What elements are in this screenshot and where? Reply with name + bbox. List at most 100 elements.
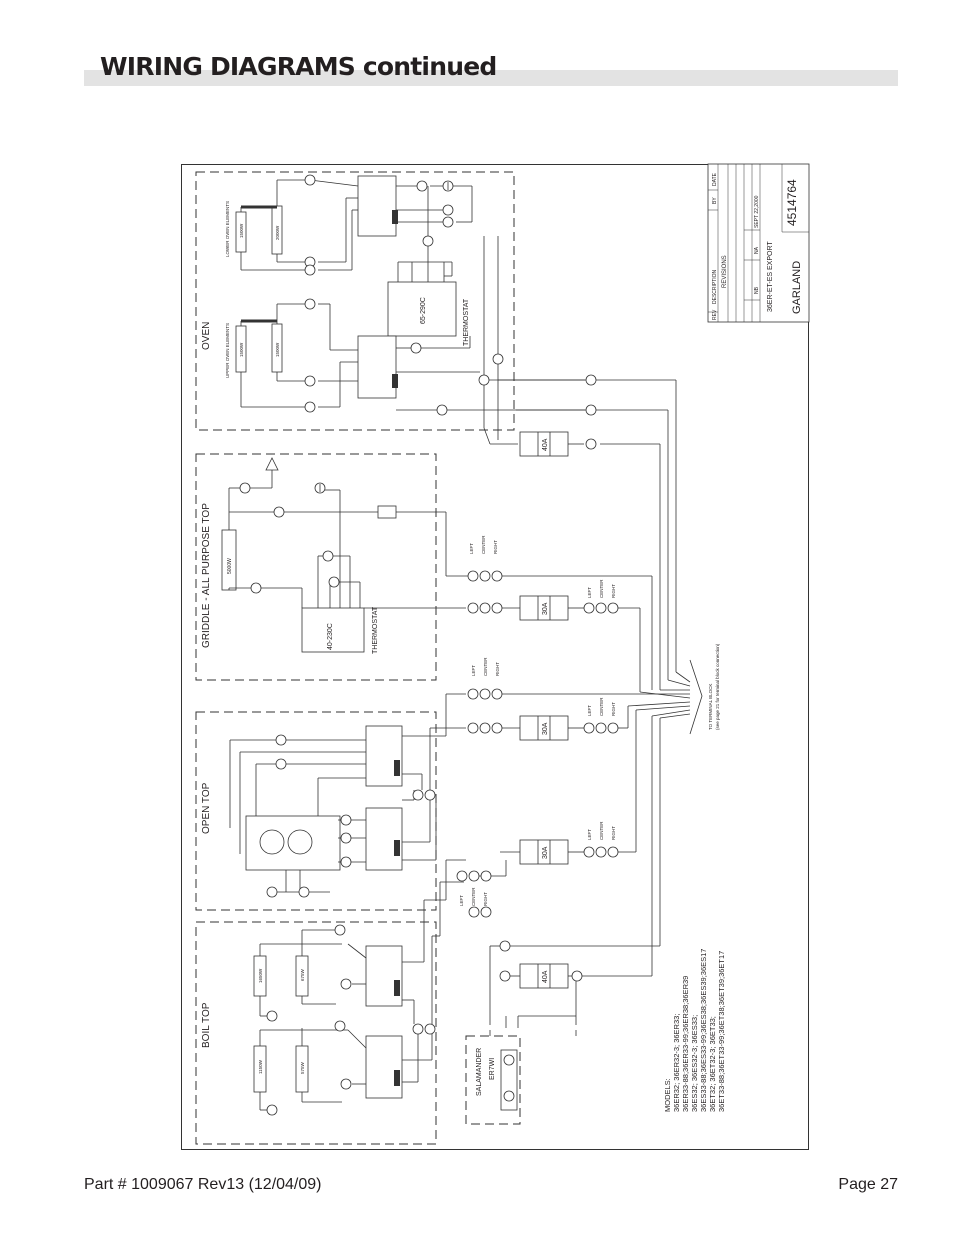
boil-top-wiring — [253, 859, 660, 1111]
boil-center-label: CENTER — [471, 887, 476, 906]
open-top-left-label: LEFT — [471, 665, 476, 676]
models-list: MODELS: 36ER32; 36ER32-3; 36ER33; 36ER33… — [663, 949, 726, 1112]
title-bar — [84, 70, 898, 86]
boil-watt-a: 1650W — [258, 968, 263, 983]
title-by-header: BY — [712, 197, 718, 204]
models-line-4: 36ES33-88;36ES33-99;36ES38;36ES39;36ES17 — [699, 949, 708, 1112]
open-top-fuse-right-label: RIGHT — [611, 702, 616, 716]
boil-fuse-right-label: RIGHT — [611, 826, 616, 840]
griddle-thermostat-label: THERMOSTAT — [372, 606, 379, 654]
boil-top-fuse-label: 30A — [542, 846, 549, 859]
title-drawn-by: NB — [754, 286, 760, 294]
griddle-ground-icon — [314, 482, 326, 494]
open-top-fuse-left-label: LEFT — [587, 705, 592, 716]
oven-thermostat-range: 65-290C — [420, 297, 427, 324]
boil-switch-b — [365, 1035, 403, 1099]
griddle-fuse-right-label: RIGHT — [611, 584, 616, 598]
title-revisions: REVISIONS — [722, 255, 728, 288]
boil-top-section-border — [195, 921, 437, 1145]
open-top-fuse-center-label: CENTER — [599, 697, 604, 716]
title-description-header: DESCRIPTION — [712, 269, 718, 304]
oven-thermostat — [387, 281, 457, 337]
boil-switch-a — [365, 945, 403, 1007]
bus-lines — [498, 379, 703, 976]
open-top-right-label: RIGHT — [495, 662, 500, 676]
lower-oven-switch — [357, 175, 397, 237]
oven-section-border — [195, 171, 515, 431]
salamander-dashed-leads — [489, 1016, 577, 1036]
open-top-wiring — [229, 694, 636, 893]
griddle-thermostat — [301, 607, 365, 653]
models-line-1: 36ER32; 36ER32-3; 36ER33; — [672, 1014, 681, 1112]
open-top-label: OPEN TOP — [201, 782, 212, 834]
models-line-3: 36ES32; 36ES32-3; 36ES33; — [690, 1015, 699, 1112]
title-model: 36ER-ET-ES EXPORT — [767, 241, 774, 312]
griddle-section-border — [195, 453, 437, 681]
models-header: MODELS: — [663, 1078, 672, 1112]
upper-elements-label: UPPER OVEN ELEMENTS — [225, 323, 230, 378]
griddle-watt: 5000W — [227, 558, 233, 574]
open-top-center-label: CENTER — [483, 657, 488, 676]
oven-label: OVEN — [201, 322, 212, 350]
diagram-frame — [181, 164, 809, 1150]
oven-fuse-label: 40A — [542, 438, 549, 451]
salamander-fuse-label: 40A — [542, 970, 549, 983]
open-top-switch-b — [365, 807, 403, 871]
boil-watt-c: 1150W — [258, 1059, 263, 1074]
griddle-thermostat-range: 40-230C — [327, 623, 334, 650]
oven-wiring — [235, 175, 585, 445]
title-block: REV DESCRIPTION BY DATE REVISIONS NB NA … — [707, 163, 810, 323]
griddle-fuse — [519, 595, 569, 621]
griddle-label: GRIDDLE - ALL PURPOSE TOP — [201, 503, 212, 648]
griddle-fuse-label: 30A — [542, 602, 549, 615]
terminal-position-labels: LEFT CENTER RIGHT LEFT CENTER RIGHT LEFT… — [459, 535, 616, 906]
page-title: WIRING DIAGRAMS continued — [100, 52, 497, 81]
griddle-right-label: RIGHT — [493, 540, 498, 554]
open-top-fuse-label: 30A — [542, 722, 549, 735]
upper-watt-b: 1500W — [275, 342, 280, 357]
boil-fuse-center-label: CENTER — [599, 821, 604, 840]
title-rev-header: REV — [712, 309, 718, 320]
griddle-left-label: LEFT — [469, 543, 474, 554]
upper-oven-switch — [357, 335, 397, 399]
open-top-fuse — [519, 715, 569, 741]
boil-fuse-left-label: LEFT — [587, 829, 592, 840]
ground-icon — [442, 180, 454, 192]
oven-fuse — [519, 431, 569, 457]
terminal-block-note: (see page 21 for terminal block connecti… — [715, 643, 720, 730]
griddle-fuse-center-label: CENTER — [599, 579, 604, 598]
models-line-5: 36ET32; 36ET32-3; 36ET33; — [708, 1016, 717, 1112]
upper-watt-a: 1500W — [239, 342, 244, 357]
open-top-switch-a — [365, 725, 403, 787]
salamander-label: SALAMANDER — [476, 1048, 483, 1096]
title-scale: NA — [754, 246, 760, 254]
griddle-fuse-left-label: LEFT — [587, 587, 592, 598]
griddle-wiring — [221, 457, 664, 695]
fuses: 40A 30A 30A 30A 40A — [519, 431, 569, 989]
salamander-model: ER7WI — [489, 1058, 496, 1080]
salamander-fuse — [519, 963, 569, 989]
griddle-center-label: CENTER — [481, 535, 486, 554]
boil-watt-b: 675W — [300, 968, 305, 981]
boil-left-label: LEFT — [459, 895, 464, 906]
lower-elements-label: LOWER OVEN ELEMENTS — [225, 201, 230, 257]
terminal-block-label: TO TERMINAL BLOCK — [708, 684, 713, 730]
title-brand: GARLAND — [791, 261, 803, 314]
lower-watt-b: 2000W — [275, 225, 280, 240]
boil-top-label: BOIL TOP — [201, 1002, 212, 1048]
boil-watt-d: 575W — [300, 1061, 305, 1074]
models-line-6: 36ET33-88;36ET33-99;36ET38;36ET39;36ET17 — [717, 951, 726, 1112]
oven-thermostat-label: THERMOSTAT — [463, 298, 470, 346]
salamander-section-border — [465, 1035, 521, 1125]
boil-top-fuse — [519, 839, 569, 865]
title-drawing-number: 4514764 — [785, 179, 799, 226]
footer-page-number: Page 27 — [838, 1176, 898, 1193]
title-date: SEPT 22,2000 — [754, 195, 760, 228]
footer-part-number: Part # 1009067 Rev13 (12/04/09) — [84, 1176, 322, 1193]
boil-right-label: RIGHT — [483, 892, 488, 906]
models-line-2: 36ER33-88;36ER33-99;36ER38;36ER39 — [681, 976, 690, 1112]
section-borders — [195, 171, 521, 1145]
lower-watt-a: 1500W — [239, 223, 244, 238]
title-date-header: DATE — [712, 172, 718, 186]
